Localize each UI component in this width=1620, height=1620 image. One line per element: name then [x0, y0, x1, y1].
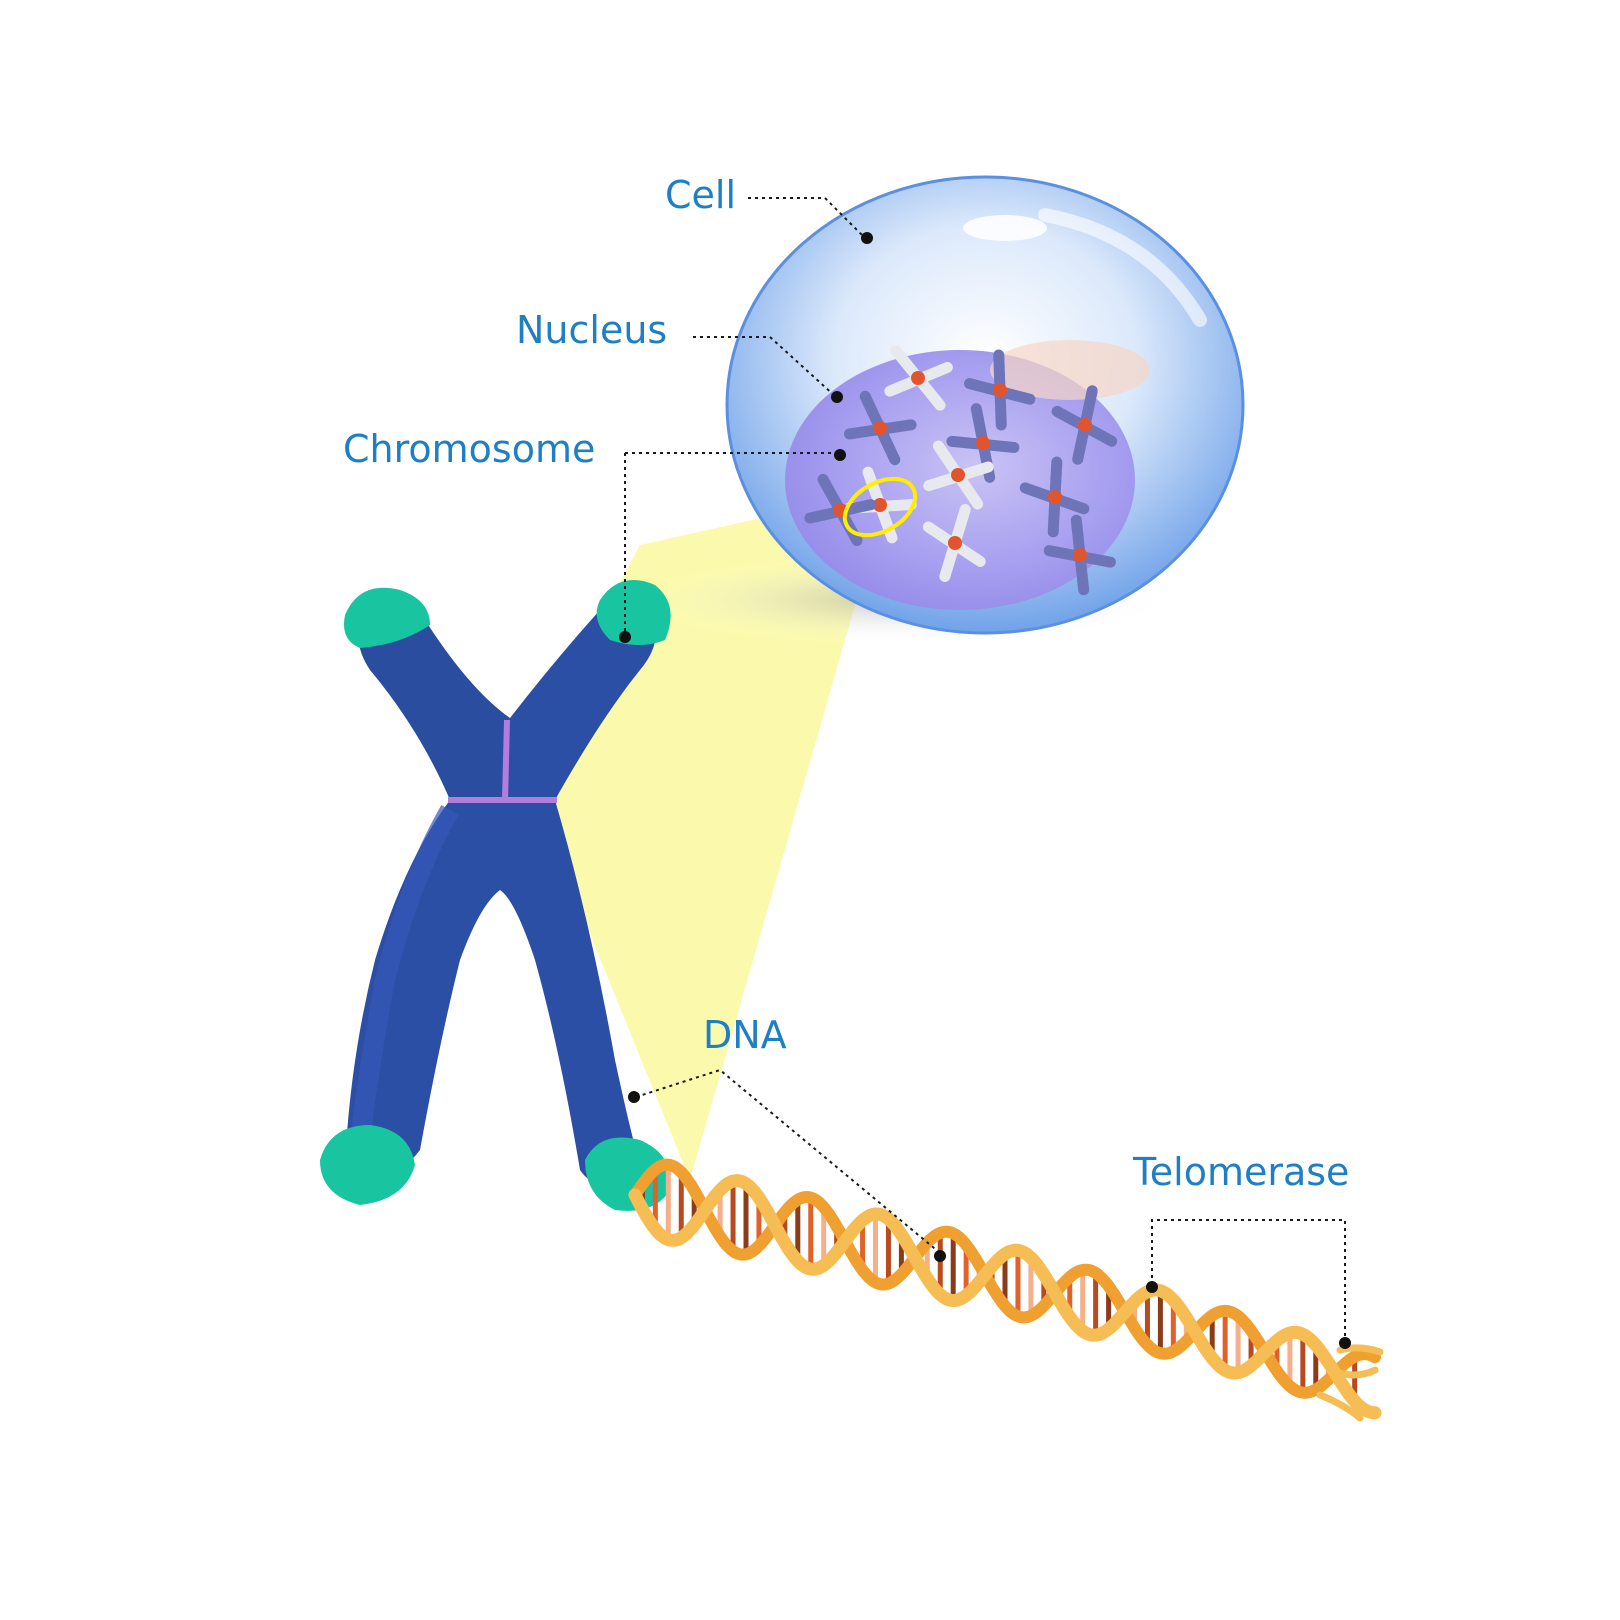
telomerase-pointer-dot-right: [1339, 1337, 1351, 1349]
chromosome-pointer-dot: [834, 449, 846, 461]
mini-centromere: [873, 421, 887, 435]
nucleus-pointer-dot: [831, 391, 843, 403]
mini-centromere: [948, 536, 962, 550]
mini-centromere: [976, 436, 990, 450]
mini-chromosome: [1043, 514, 1116, 596]
cell-pointer-dot: [861, 232, 873, 244]
mini-chromosome: [884, 345, 953, 411]
mini-chromosome: [922, 504, 986, 582]
mini-centromere: [911, 371, 925, 385]
dna-strand-back: [629, 1158, 1381, 1399]
mini-chromosome: [1019, 456, 1090, 538]
mini-centromere: [1078, 418, 1092, 432]
highlight-ring: [842, 476, 918, 538]
label-nucleus: Nucleus: [516, 308, 667, 352]
label-chromosome: Chromosome: [343, 427, 595, 471]
telomere-pointer-dot: [619, 631, 631, 643]
mini-chromosome: [843, 390, 917, 466]
mini-chromosome: [964, 349, 1036, 431]
telomere-bottom-left: [320, 1125, 415, 1205]
nucleus-chromosomes: [804, 345, 1118, 596]
mini-centromere: [951, 468, 965, 482]
chromosome: [320, 580, 671, 1211]
telomere-top-left: [344, 587, 430, 648]
mini-chromosome: [1051, 385, 1118, 465]
dna-pointer-dot: [934, 1250, 946, 1262]
mini-centromere: [1048, 490, 1062, 504]
mini-chromosome: [923, 440, 994, 510]
telomere-top-right: [596, 580, 671, 645]
label-cell: Cell: [665, 173, 736, 217]
label-telomerase: Telomerase: [1132, 1150, 1349, 1194]
dna-helix: [628, 1158, 1384, 1422]
telomerase-pointer-dot-left: [1146, 1281, 1158, 1293]
mini-centromere: [873, 498, 887, 512]
mini-centromere: [993, 383, 1007, 397]
mini-centromere: [1073, 548, 1087, 562]
cell: [725, 175, 1245, 635]
label-dna: DNA: [703, 1013, 787, 1057]
chromosome-body-pointer-dot: [628, 1091, 640, 1103]
dna-strand-front: [628, 1174, 1382, 1420]
centromere: [448, 719, 557, 803]
dna-frayed-end: [1316, 1344, 1384, 1422]
telomere-bottom-right: [585, 1137, 671, 1211]
